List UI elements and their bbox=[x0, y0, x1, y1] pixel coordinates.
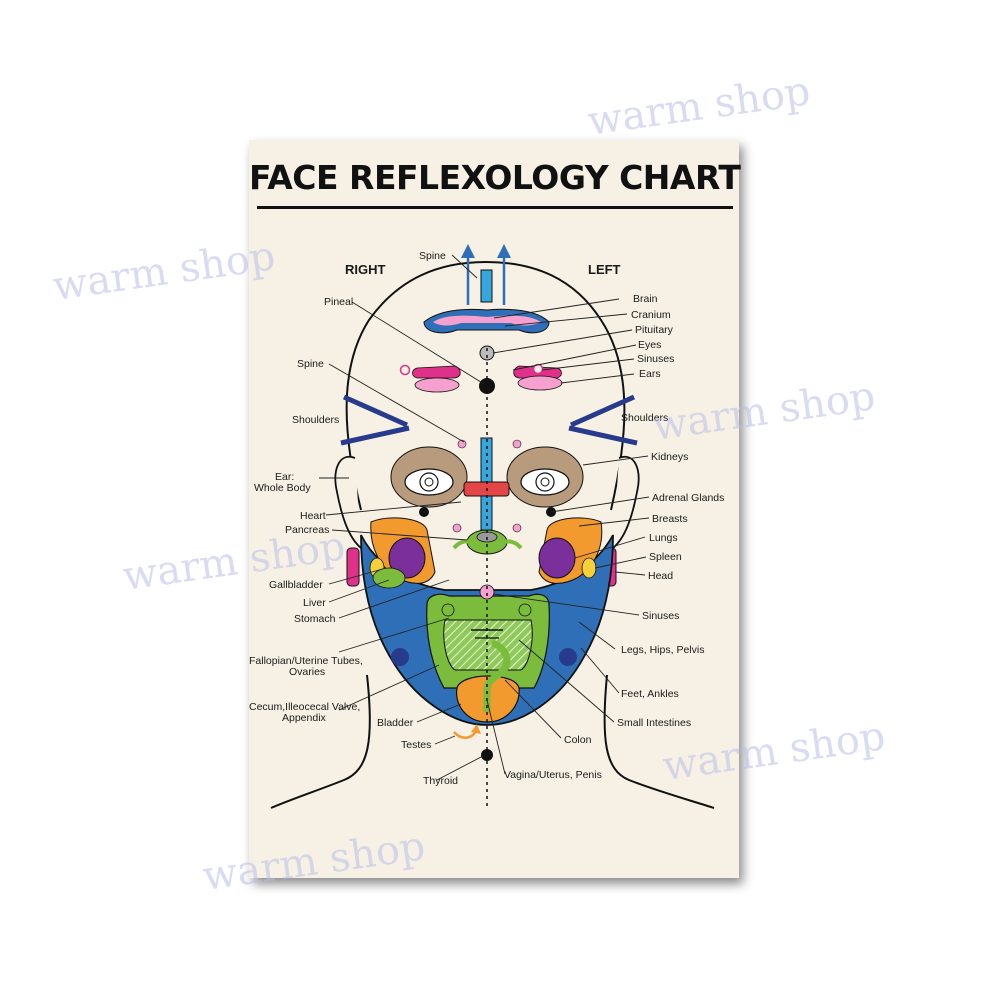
left-side-label: LEFT bbox=[588, 262, 621, 277]
label-sinuses-top: Sinuses bbox=[637, 353, 674, 365]
label-sinuses-lower: Sinuses bbox=[642, 610, 679, 622]
label-gallbladder: Gallbladder bbox=[269, 579, 323, 591]
face-diagram: RIGHT LEFT bbox=[249, 244, 724, 810]
liver-zone bbox=[372, 567, 406, 589]
spleen-zone bbox=[581, 557, 597, 579]
watermark: warm shop bbox=[50, 233, 278, 310]
right-pupil bbox=[424, 477, 434, 487]
label-spine-top: Spine bbox=[419, 250, 446, 262]
label-cranium: Cranium bbox=[631, 309, 671, 321]
neck-outline-left bbox=[603, 674, 715, 809]
ears-zone bbox=[517, 375, 563, 391]
left-shoulder-brow bbox=[568, 425, 638, 446]
label-fallopian-line1: Fallopian/Uterine Tubes, bbox=[249, 655, 363, 667]
label-vagina: Vagina/Uterus, Penis bbox=[504, 769, 602, 781]
page-title: FACE REFLEXOLOGY CHART bbox=[249, 158, 741, 197]
colon-zone bbox=[483, 639, 511, 712]
right-ear-head-zone bbox=[346, 547, 360, 587]
label-thyroid: Thyroid bbox=[423, 775, 458, 787]
label-shoulders-left: Shoulders bbox=[621, 412, 668, 424]
spine-top-zone bbox=[480, 269, 493, 303]
label-stomach: Stomach bbox=[294, 613, 336, 625]
title-rule bbox=[257, 206, 733, 209]
right-lung-zone bbox=[388, 537, 426, 579]
label-bladder: Bladder bbox=[377, 717, 414, 729]
label-fallopian-line2: Ovaries bbox=[289, 666, 325, 678]
label-cecum-line1: Cecum,Illeocecal Valve, bbox=[249, 701, 360, 713]
label-legs: Legs, Hips, Pelvis bbox=[621, 644, 704, 656]
label-liver: Liver bbox=[303, 597, 326, 609]
label-ear-line1: Ear: bbox=[275, 471, 294, 483]
neck-outline bbox=[270, 674, 371, 809]
pink-dot bbox=[512, 439, 522, 449]
adrenal-dot bbox=[419, 507, 429, 517]
head-outline bbox=[345, 260, 626, 511]
testes-arrow-head bbox=[471, 724, 481, 734]
heart-dot bbox=[452, 523, 462, 533]
label-shoulders-right: Shoulders bbox=[292, 414, 339, 426]
label-spine: Spine bbox=[297, 358, 324, 370]
jaw-dot bbox=[559, 648, 577, 666]
label-small-intestines: Small Intestines bbox=[617, 717, 691, 729]
label-testes: Testes bbox=[401, 739, 431, 751]
label-cecum-line2: Appendix bbox=[282, 712, 327, 724]
label-spleen: Spleen bbox=[649, 551, 682, 563]
left-lung-zone bbox=[538, 537, 576, 579]
sinus-dot bbox=[518, 603, 532, 617]
label-pituitary: Pituitary bbox=[635, 324, 674, 336]
right-shoulder-brow bbox=[340, 425, 410, 446]
watermark: warm shop bbox=[585, 68, 813, 145]
label-head: Head bbox=[648, 570, 673, 582]
sinuses-top-dot bbox=[399, 364, 411, 376]
sinuses-lower-dot bbox=[479, 584, 495, 600]
right-ear bbox=[334, 455, 362, 549]
label-breasts: Breasts bbox=[652, 513, 688, 525]
label-eyes: Eyes bbox=[638, 339, 661, 351]
pancreas-wing bbox=[501, 539, 523, 550]
label-brain: Brain bbox=[633, 293, 658, 305]
label-ear-line2: Whole Body bbox=[254, 482, 311, 494]
jaw-dot bbox=[391, 648, 409, 666]
label-pineal: Pineal bbox=[324, 296, 353, 308]
left-shoulder-brow bbox=[569, 394, 636, 428]
small-intestine-zone bbox=[443, 619, 533, 671]
right-shoulder-brow bbox=[342, 394, 409, 428]
left-ear bbox=[612, 455, 640, 549]
label-kidneys: Kidneys bbox=[651, 451, 688, 463]
cranium-zone bbox=[433, 315, 541, 326]
ears-zone bbox=[414, 377, 460, 393]
heart-dot bbox=[512, 523, 522, 533]
label-heart: Heart bbox=[300, 510, 326, 522]
poster: FACE REFLEXOLOGY CHART bbox=[249, 140, 741, 878]
eyes-zone bbox=[412, 365, 461, 379]
label-adrenal: Adrenal Glands bbox=[652, 492, 724, 504]
pancreas-wing bbox=[452, 539, 473, 550]
label-pancreas: Pancreas bbox=[285, 524, 329, 536]
label-lungs: Lungs bbox=[649, 532, 678, 544]
label-colon: Colon bbox=[564, 734, 592, 746]
leader-lines bbox=[319, 254, 650, 781]
spine-arrows bbox=[461, 244, 511, 305]
label-feet: Feet, Ankles bbox=[621, 688, 679, 700]
thyroid-dot bbox=[481, 749, 493, 761]
label-ears: Ears bbox=[639, 368, 661, 380]
right-side-label: RIGHT bbox=[345, 262, 386, 277]
sinus-dot bbox=[441, 603, 455, 617]
left-pupil bbox=[540, 477, 550, 487]
